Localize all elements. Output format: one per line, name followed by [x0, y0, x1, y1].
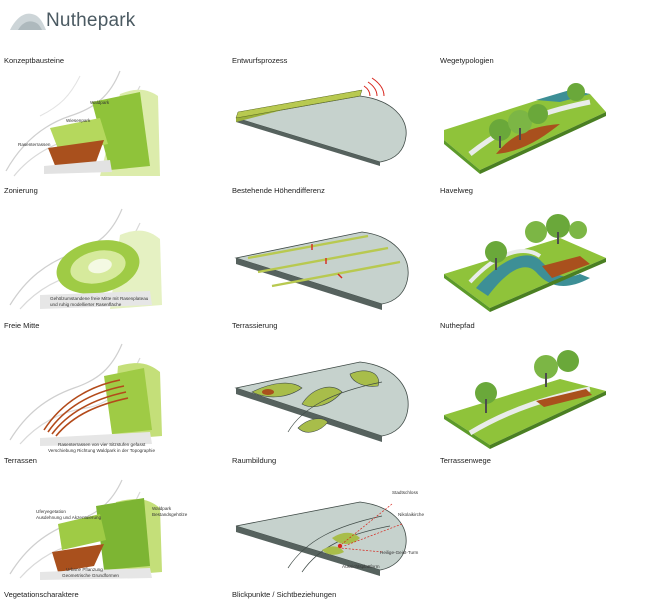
logo-mark	[10, 13, 46, 30]
note-geometrische-grundformen: Geometrische Grundformen	[62, 573, 119, 578]
caption-raumbildung: Raumbildung	[232, 456, 277, 465]
note-bestandsgehoelze: Bestandsgehölze	[152, 512, 188, 517]
note-terrassen-2: Verschiebung Richtung Waldpark in der To…	[48, 448, 155, 453]
caption-zonierung: Zonierung	[4, 186, 38, 195]
column-heading-concept: Konzeptbausteine	[4, 56, 65, 65]
caption-terrassenwege: Terrassenwege	[440, 456, 491, 465]
process-diagram-hoehendifferenz	[235, 77, 407, 166]
concept-map-freie-mitte	[9, 208, 162, 310]
tree-icon	[489, 104, 548, 148]
note-nikolaikirche: Nikolaikirche	[398, 512, 425, 517]
caption-blickpunkte: Blickpunkte / Sichtbeziehungen	[232, 590, 337, 599]
path-diagram-nuthepfad	[444, 214, 606, 312]
process-diagram-terrassierung	[234, 231, 409, 310]
path-diagram-terrassenwege	[444, 350, 606, 449]
path-diagram-havelweg	[444, 83, 606, 174]
note-ufervegetation: Uferyegetation	[36, 509, 66, 514]
note-freie-mitte-2: und ruhig modellierter Rasenfläche	[50, 302, 122, 307]
note-ausdehnung: Ausdehnung und Akzentuierung	[36, 515, 102, 520]
note-heilige-geist-turm: Heilige-Geist-Turm	[380, 550, 419, 555]
note-urbane-pflanzung: Urbane Pflanzung	[66, 567, 103, 572]
concept-map-vegetation	[9, 479, 162, 580]
process-diagram-blickpunkte	[235, 501, 407, 576]
concept-map-zonierung	[5, 70, 160, 177]
note-freie-mitte-1: Gehölzumstandene freie Mitte mit Rasenpl…	[50, 296, 149, 301]
note-terrassen-1: Rasenterrassen von vier Sitzstufen gefas…	[58, 442, 146, 447]
note-rasenterrassen: Rasenterrassen	[18, 142, 51, 147]
note-aussichtsplattform: Aussichtsplattform	[342, 564, 380, 569]
note-waldpark-veg: Waldpark	[152, 506, 172, 511]
process-diagram-raumbildung	[234, 361, 409, 442]
caption-vegetationscharaktere: Vegetationscharaktere	[4, 590, 79, 599]
caption-terrassen: Terrassen	[4, 456, 37, 465]
caption-nuthepfad: Nuthepfad	[440, 321, 475, 330]
note-stadtschloss: Stadtschloss	[392, 490, 419, 495]
caption-hoehendifferenz: Bestehende Höhendifferenz	[232, 186, 325, 195]
page-title: Nuthepark	[46, 10, 136, 31]
sound-wave-icon	[363, 85, 371, 97]
column-heading-process: Entwurfsprozess	[232, 56, 288, 65]
caption-terrassierung: Terrassierung	[232, 321, 278, 330]
caption-freie-mitte: Freie Mitte	[4, 321, 40, 330]
column-heading-paths: Wegetypologien	[440, 56, 494, 65]
note-wiesenpark: Wiesenpark	[66, 118, 91, 123]
caption-havelweg: Havelweg	[440, 186, 473, 195]
concept-map-terrassen	[9, 343, 162, 446]
note-waldpark: Waldpark	[90, 100, 110, 105]
